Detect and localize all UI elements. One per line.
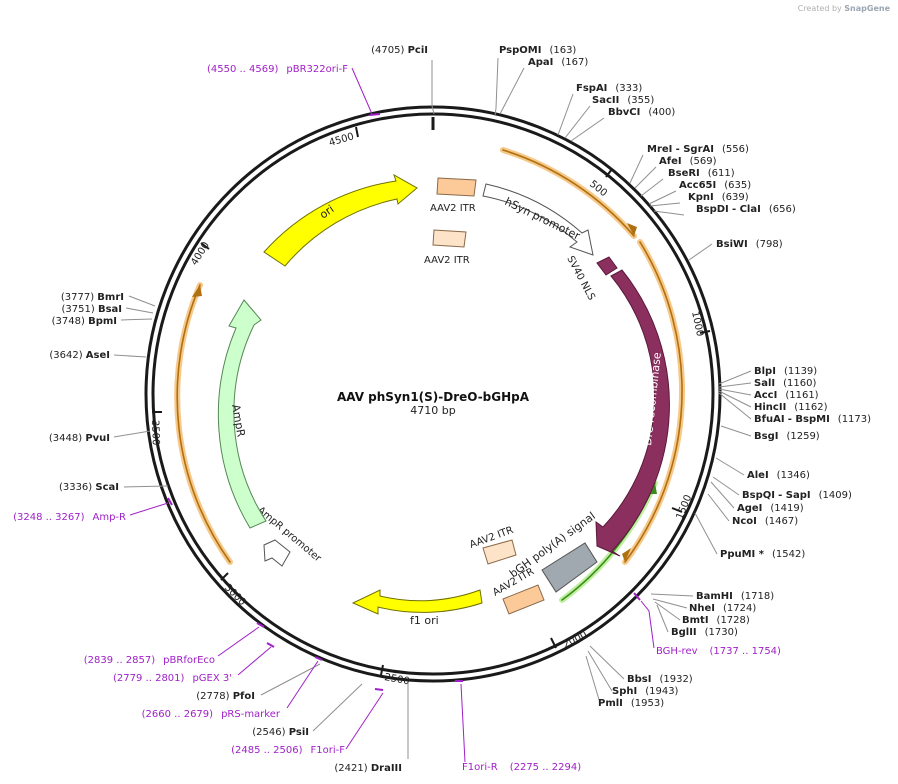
site-sacii: SacII(355) bbox=[592, 95, 654, 106]
plasmid-name: AAV phSyn1(S)-DreO-bGHpA bbox=[337, 390, 530, 404]
site-fspai: FspAI(333) bbox=[576, 83, 642, 94]
label-itr-2: AAV2 ITR bbox=[424, 255, 470, 266]
primer-amp-r: (3248 .. 3267)Amp-R bbox=[13, 512, 126, 523]
site-pcii: (4705) PciI bbox=[371, 45, 428, 56]
tick-4000: 4000 bbox=[189, 240, 212, 267]
primer-marks bbox=[167, 113, 641, 691]
label-ampr: AmpR bbox=[229, 403, 248, 438]
site-kpni: KpnI(639) bbox=[688, 192, 749, 203]
plasmid-size: 4710 bp bbox=[410, 404, 455, 417]
site-pfoi: (2778) PfoI bbox=[196, 691, 255, 702]
primer-prs-marker: (2660 .. 2679)pRS-marker bbox=[142, 709, 281, 720]
site-labels: (4705) PciI PspOMI(163) ApaI(167) FspAI(… bbox=[49, 45, 871, 774]
site-mrei: MreI - SgrAI(556) bbox=[647, 144, 749, 155]
site-leader-lines bbox=[113, 57, 752, 759]
feature-itr-4 bbox=[502, 584, 545, 615]
site-pspomi: PspOMI(163) bbox=[499, 45, 576, 56]
site-bsgi: BsgI(1259) bbox=[754, 431, 820, 442]
site-bspdi: BspDI - ClaI(656) bbox=[696, 204, 796, 215]
site-bsiwi: BsiWI(798) bbox=[716, 239, 783, 250]
site-acc65i: Acc65I(635) bbox=[679, 180, 751, 191]
site-agei: AgeI(1419) bbox=[737, 503, 804, 514]
primer-f1ori-r: F1ori-R(2275 .. 2294) bbox=[462, 762, 581, 773]
tick-3000: 3000 bbox=[222, 582, 248, 608]
feature-sv40-nls bbox=[596, 256, 618, 276]
label-sv40-nls: SV40 NLS bbox=[564, 254, 596, 302]
primer-f1ori-f: (2485 .. 2506)F1ori-F bbox=[231, 745, 345, 756]
site-bsai: (3751) BsaI bbox=[62, 304, 123, 315]
label-hsyn-promoter: hSyn promoter bbox=[503, 195, 583, 243]
site-sphi: SphI(1943) bbox=[612, 686, 679, 697]
site-bbsi: BbsI(1932) bbox=[627, 674, 693, 685]
label-f1-ori: f1 ori bbox=[410, 614, 439, 627]
site-pmli: PmlI(1953) bbox=[598, 698, 664, 709]
primer-labels: (4550 .. 4569)pBR322ori-F BGH-rev(1737 .… bbox=[13, 64, 781, 773]
site-beseri: BseRI(611) bbox=[668, 168, 735, 179]
snapgene-credit: Created by SnapGene bbox=[797, 4, 890, 13]
site-acci: AccI(1161) bbox=[754, 390, 819, 401]
feature-ampr-promoter bbox=[263, 539, 291, 567]
site-alei: AleI(1346) bbox=[747, 470, 810, 481]
tick-3500: 3500 bbox=[149, 420, 161, 446]
site-pvui: (3448) PvuI bbox=[49, 433, 110, 444]
site-psii: (2546) PsiI bbox=[252, 727, 309, 738]
snapgene-logo: SnapGene bbox=[844, 4, 890, 13]
site-ppumi: PpuMI *(1542) bbox=[720, 549, 805, 560]
primer-pgex3: (2779 .. 2801)pGEX 3' bbox=[113, 673, 232, 684]
primer-leader-lines bbox=[129, 67, 655, 763]
feature-itr-2 bbox=[432, 229, 467, 248]
feature-ampr bbox=[217, 299, 267, 529]
site-blpi: BlpI(1139) bbox=[754, 366, 817, 377]
site-bamhi: BamHI(1718) bbox=[696, 591, 774, 602]
feature-dre-recombinase bbox=[595, 269, 670, 557]
site-draiii: (2421) DraIII bbox=[334, 763, 402, 774]
tick-2000: 2000 bbox=[561, 629, 589, 650]
tick-2500: 2500 bbox=[383, 672, 410, 687]
primer-pbrforeco: (2839 .. 2857)pBRforEco bbox=[84, 655, 215, 666]
primer-bgh-rev: BGH-rev(1737 .. 1754) bbox=[656, 646, 781, 657]
tick-1000: 1000 bbox=[689, 310, 705, 337]
feature-hsyn-promoter bbox=[482, 183, 594, 256]
site-hincii: HincII(1162) bbox=[754, 402, 828, 413]
site-bpmi: (3748) BpmI bbox=[52, 316, 117, 327]
feature-itr-1 bbox=[436, 177, 477, 197]
site-bmri: (3777) BmrI bbox=[61, 292, 124, 303]
label-itr-1: AAV2 ITR bbox=[430, 203, 476, 214]
site-sali: SalI(1160) bbox=[754, 378, 816, 389]
site-bbvci: BbvCI(400) bbox=[608, 107, 675, 118]
feature-itr-3 bbox=[482, 539, 517, 565]
site-apai: ApaI(167) bbox=[528, 57, 588, 68]
site-nhei: NheI(1724) bbox=[689, 603, 756, 614]
site-bglii: BglII(1730) bbox=[671, 627, 738, 638]
site-bfuai: BfuAI - BspMI(1173) bbox=[754, 414, 871, 425]
site-bmti: BmtI(1728) bbox=[682, 615, 750, 626]
site-bspqi: BspQI - SapI(1409) bbox=[742, 490, 852, 501]
feature-ori bbox=[263, 173, 418, 267]
site-afei: AfeI(569) bbox=[659, 156, 717, 167]
feature-f1-ori bbox=[351, 589, 483, 615]
site-asei: (3642) AseI bbox=[49, 350, 110, 361]
site-scai: (3336) ScaI bbox=[59, 482, 119, 493]
site-ncoi: NcoI(1467) bbox=[732, 516, 798, 527]
primer-pbr322ori-f: (4550 .. 4569)pBR322ori-F bbox=[207, 64, 348, 75]
feature-bgh-polya bbox=[541, 542, 598, 593]
